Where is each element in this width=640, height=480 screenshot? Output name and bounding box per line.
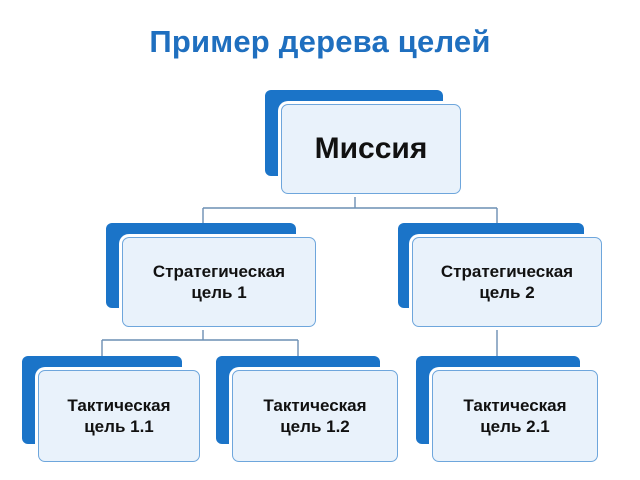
strategic-goal-1-label: Стратегическая цель 1 bbox=[122, 237, 316, 327]
strategic-goal-2-label: Стратегическая цель 2 bbox=[412, 237, 602, 327]
tactical-goal-1-1-label: Тактическая цель 1.1 bbox=[38, 370, 200, 462]
tactical-goal-1-2-label: Тактическая цель 1.2 bbox=[232, 370, 398, 462]
strategic-goal-1-node: Стратегическая цель 1 bbox=[106, 223, 318, 331]
tactical-goal-1-1-node: Тактическая цель 1.1 bbox=[22, 356, 202, 464]
page-title: Пример дерева целей bbox=[149, 24, 491, 59]
tactical-goal-2-1-node: Тактическая цель 2.1 bbox=[416, 356, 600, 464]
strategic-goal-2-node: Стратегическая цель 2 bbox=[398, 223, 604, 331]
tactical-goal-2-1-label: Тактическая цель 2.1 bbox=[432, 370, 598, 462]
tactical-goal-1-2-node: Тактическая цель 1.2 bbox=[216, 356, 400, 464]
mission-node: Миссия bbox=[265, 90, 465, 198]
mission-node-label: Миссия bbox=[281, 104, 461, 194]
